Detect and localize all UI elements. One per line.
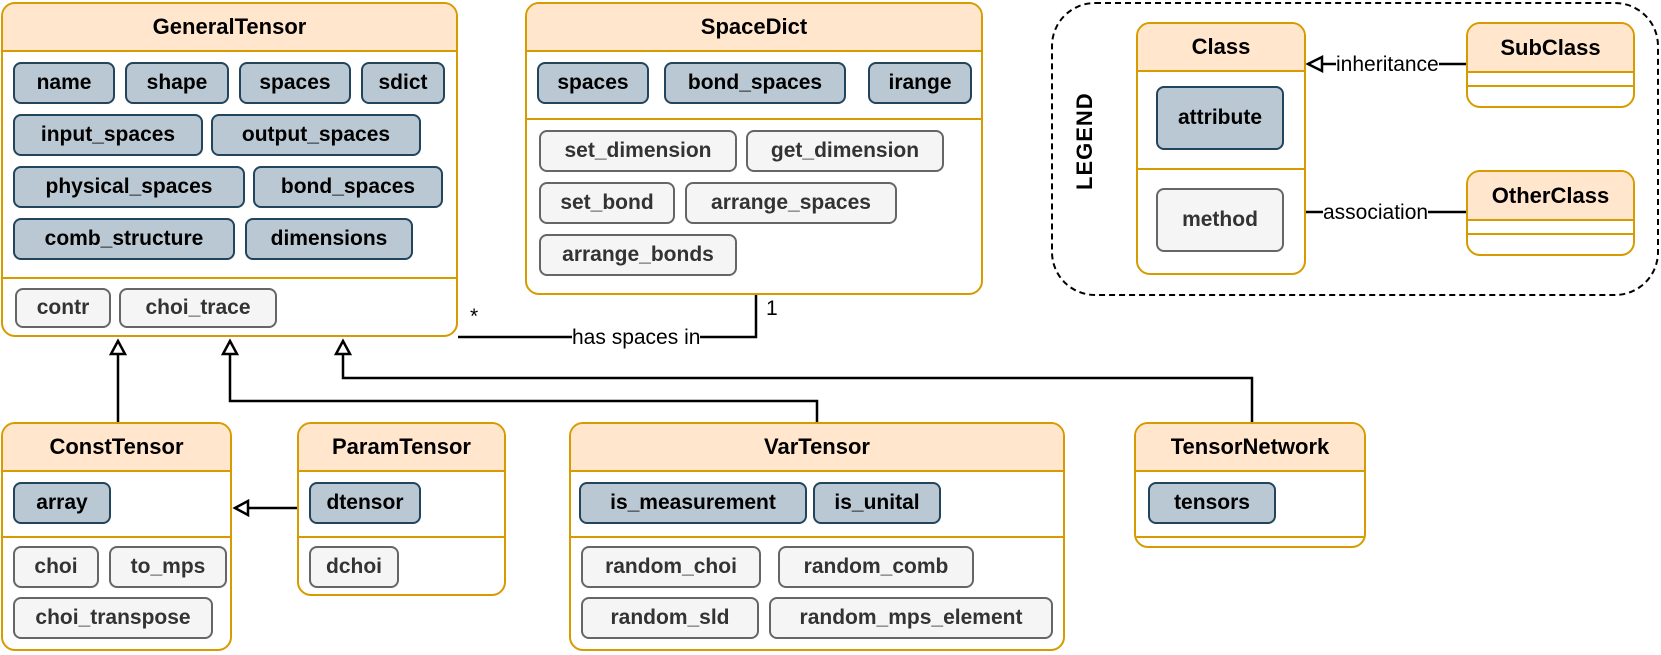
inheritance-arrowhead-var — [220, 338, 240, 356]
methods-section — [1468, 235, 1633, 254]
association-edge — [458, 295, 758, 339]
attribute[interactable]: name — [13, 62, 115, 104]
class-title: ParamTensor — [299, 424, 504, 472]
method[interactable]: set_bond — [539, 182, 675, 224]
class-title: Class — [1138, 24, 1304, 72]
method[interactable]: choi — [13, 546, 99, 588]
legend-title: LEGEND — [1072, 92, 1097, 190]
method[interactable]: random_comb — [778, 546, 974, 588]
inheritance-arrowhead-const — [108, 338, 128, 356]
inheritance-arrowhead-network — [333, 338, 353, 356]
attribute[interactable]: dimensions — [245, 218, 413, 260]
class-var-tensor[interactable]: VarTensor is_measurement is_unital rando… — [569, 422, 1065, 651]
class-space-dict[interactable]: SpaceDict spaces bond_spaces irange set_… — [525, 2, 983, 295]
legend-association-label: association — [1323, 201, 1429, 224]
attribute[interactable]: bond_spaces — [253, 166, 443, 208]
class-title: VarTensor — [571, 424, 1063, 472]
class-title: SubClass — [1468, 24, 1633, 73]
methods-section — [1136, 538, 1364, 546]
attributes-section: attribute — [1138, 72, 1304, 170]
class-title: TensorNetwork — [1136, 424, 1364, 472]
method[interactable]: arrange_bonds — [539, 234, 737, 276]
attributes-section — [1468, 73, 1633, 87]
methods-section — [1468, 87, 1633, 106]
class-title: ConstTensor — [3, 424, 230, 472]
methods-section: contr choi_trace — [3, 279, 456, 335]
class-param-tensor[interactable]: ParamTensor dtensor dchoi — [297, 422, 506, 596]
inheritance-arrowhead-param — [232, 498, 250, 518]
attribute[interactable]: shape — [125, 62, 229, 104]
attribute[interactable]: output_spaces — [211, 114, 421, 156]
attributes-section — [1468, 221, 1633, 235]
multiplicity-target: 1 — [766, 297, 778, 320]
method[interactable]: dchoi — [309, 546, 399, 588]
attributes-section: dtensor — [299, 472, 504, 538]
attribute[interactable]: is_unital — [813, 482, 941, 524]
method[interactable]: choi_transpose — [13, 597, 213, 639]
class-title: SpaceDict — [527, 4, 981, 52]
association-label: has spaces in — [572, 326, 701, 349]
methods-section: random_choi random_comb random_sld rando… — [571, 538, 1063, 649]
legend-method: method — [1156, 188, 1284, 252]
legend — [1051, 2, 1659, 296]
attribute[interactable]: dtensor — [309, 482, 421, 524]
attributes-section: tensors — [1136, 472, 1364, 538]
class-title: OtherClass — [1468, 172, 1633, 221]
class-general-tensor[interactable]: GeneralTensor name shape spaces sdict in… — [1, 2, 458, 337]
attribute[interactable]: comb_structure — [13, 218, 235, 260]
class-const-tensor[interactable]: ConstTensor array choi to_mps choi_trans… — [1, 422, 232, 651]
attributes-section: spaces bond_spaces irange — [527, 52, 981, 120]
attribute[interactable]: input_spaces — [13, 114, 203, 156]
attribute[interactable]: irange — [868, 62, 972, 104]
multiplicity-source: * — [470, 305, 479, 328]
legend-class: Class attribute method — [1136, 22, 1306, 275]
legend-attribute: attribute — [1156, 86, 1284, 150]
method[interactable]: to_mps — [109, 546, 227, 588]
legend-inheritance-arrowhead — [1305, 54, 1324, 74]
class-tensor-network[interactable]: TensorNetwork tensors — [1134, 422, 1366, 548]
attribute[interactable]: spaces — [537, 62, 649, 104]
methods-section: set_dimension get_dimension set_bond arr… — [527, 120, 981, 293]
method[interactable]: contr — [15, 288, 111, 328]
method[interactable]: random_sld — [581, 597, 759, 639]
attributes-section: array — [3, 472, 230, 538]
methods-section: choi to_mps choi_transpose — [3, 538, 230, 649]
method[interactable]: get_dimension — [746, 130, 944, 172]
attribute[interactable]: array — [13, 482, 111, 524]
legend-otherclass: OtherClass — [1466, 170, 1635, 256]
attributes-section: is_measurement is_unital — [571, 472, 1063, 538]
legend-subclass: SubClass — [1466, 22, 1635, 108]
methods-section: method — [1138, 170, 1304, 273]
attribute[interactable]: physical_spaces — [13, 166, 245, 208]
legend-inheritance-label: inheritance — [1336, 53, 1439, 76]
attributes-section: name shape spaces sdict input_spaces out… — [3, 52, 456, 279]
method[interactable]: random_mps_element — [769, 597, 1053, 639]
attribute[interactable]: bond_spaces — [664, 62, 846, 104]
method[interactable]: choi_trace — [119, 288, 277, 328]
attribute[interactable]: spaces — [239, 62, 351, 104]
attribute[interactable]: tensors — [1148, 482, 1276, 524]
attribute[interactable]: sdict — [361, 62, 445, 104]
method[interactable]: set_dimension — [539, 130, 737, 172]
inheritance-edge-var — [228, 354, 819, 422]
method[interactable]: random_choi — [581, 546, 761, 588]
inheritance-edge-network — [341, 354, 1254, 422]
class-title: GeneralTensor — [3, 4, 456, 52]
methods-section: dchoi — [299, 538, 504, 594]
attribute[interactable]: is_measurement — [579, 482, 807, 524]
method[interactable]: arrange_spaces — [685, 182, 897, 224]
